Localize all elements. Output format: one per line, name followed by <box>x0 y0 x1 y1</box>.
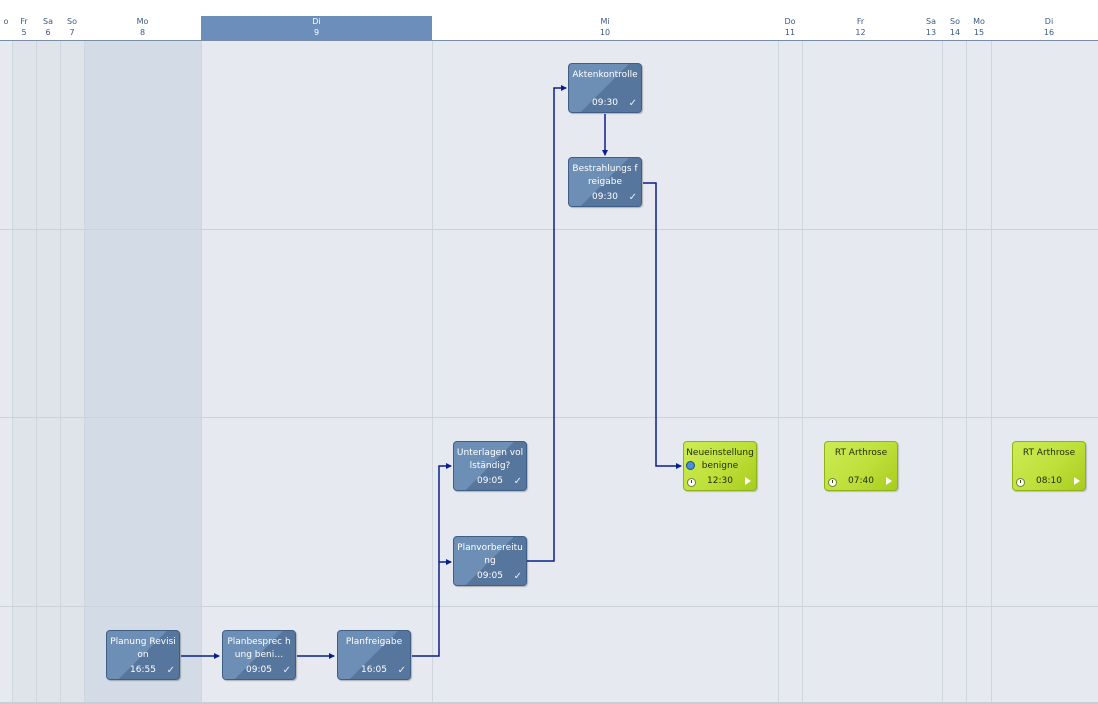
day-header[interactable]: So 7 <box>67 17 77 37</box>
clock-icon <box>1016 478 1025 487</box>
task-time: 07:40 <box>848 476 874 486</box>
check-icon: ✓ <box>628 98 637 109</box>
day-divider <box>802 41 803 702</box>
selected-day-band <box>84 41 201 702</box>
day-divider <box>991 41 992 702</box>
day-header[interactable]: o <box>3 17 9 26</box>
dependency-link <box>412 463 452 657</box>
task-title: RT Arthrose <box>834 448 888 458</box>
day-divider <box>942 41 943 702</box>
pin-icon[interactable] <box>686 461 695 470</box>
day-divider <box>60 41 61 702</box>
task-planvorbereitung[interactable]: Planvorbereitung 09:05 ✓ <box>453 536 527 586</box>
check-icon: ✓ <box>513 476 522 487</box>
day-divider <box>966 41 967 702</box>
task-time: 09:30 <box>592 192 618 202</box>
task-planbesprechung[interactable]: Planbesprec hung beni… 09:05 ✓ <box>222 630 296 680</box>
clock-icon <box>828 478 837 487</box>
check-icon: ✓ <box>513 571 522 582</box>
task-rt-arthrose[interactable]: RT Arthrose 07:40 <box>824 441 898 491</box>
task-time: 09:05 <box>477 571 503 581</box>
header-top-strip <box>0 0 1098 16</box>
task-time: 09:05 <box>246 665 272 675</box>
task-time: 09:05 <box>477 476 503 486</box>
task-time: 16:55 <box>130 665 156 675</box>
day-header[interactable]: Mo 8 <box>136 17 149 37</box>
day-divider <box>432 41 433 702</box>
day-header[interactable]: So 14 <box>949 17 961 37</box>
day-divider <box>84 41 85 702</box>
row-divider <box>0 417 1098 418</box>
day-header[interactable]: Sa 13 <box>925 17 937 37</box>
task-rt-arthrose[interactable]: RT Arthrose 08:10 <box>1012 441 1086 491</box>
task-planung-revision[interactable]: Planung Revision 16:55 ✓ <box>106 630 180 680</box>
day-header[interactable]: Sa 6 <box>43 17 53 37</box>
check-icon: ✓ <box>282 665 291 676</box>
task-title: Planfreigabe <box>345 637 403 647</box>
task-title: Aktenkontrolle <box>572 70 638 80</box>
task-title: RT Arthrose <box>1022 448 1076 458</box>
dependency-link <box>643 182 682 469</box>
task-time: 16:05 <box>361 665 387 675</box>
task-title: Unterlagen vollständig? <box>456 448 524 471</box>
task-title: Planvorbereitung <box>457 543 523 566</box>
play-icon[interactable] <box>1074 477 1080 485</box>
timeline-body[interactable] <box>0 41 1098 702</box>
day-header[interactable]: Fr 12 <box>855 17 866 37</box>
task-title: Bestrahlungs freigabe <box>572 164 638 187</box>
task-title: Neueinstellung benigne <box>686 448 754 471</box>
clock-icon <box>687 478 696 487</box>
task-neueinstellung-benigne[interactable]: Neueinstellung benigne 12:30 <box>683 441 757 491</box>
task-planfreigabe[interactable]: Planfreigabe 16:05 ✓ <box>337 630 411 680</box>
day-header[interactable]: Do 11 <box>784 17 796 37</box>
task-time: 08:10 <box>1036 476 1062 486</box>
day-divider <box>201 41 202 702</box>
day-header[interactable]: Di 16 <box>1043 17 1055 37</box>
day-header-selected[interactable]: Di 9 <box>201 16 432 40</box>
day-header[interactable]: Mi 10 <box>599 17 611 37</box>
row-divider <box>0 606 1098 607</box>
dependency-link <box>527 85 567 562</box>
check-icon: ✓ <box>628 192 637 203</box>
day-header[interactable]: Fr 5 <box>20 17 28 37</box>
task-bestrahlungsfreigabe[interactable]: Bestrahlungs freigabe 09:30 ✓ <box>568 157 642 207</box>
task-title: Planbesprec hung beni… <box>227 637 291 660</box>
check-icon: ✓ <box>397 665 406 676</box>
task-time: 12:30 <box>707 476 733 486</box>
play-icon[interactable] <box>745 477 751 485</box>
row-divider <box>0 229 1098 230</box>
day-divider <box>778 41 779 702</box>
day-divider <box>12 41 13 702</box>
check-icon: ✓ <box>166 665 175 676</box>
task-time: 09:30 <box>592 98 618 108</box>
day-divider <box>36 41 37 702</box>
day-header[interactable]: Mo 15 <box>973 17 985 37</box>
task-title: Planung Revision <box>110 637 176 660</box>
task-unterlagen-vollstaendig[interactable]: Unterlagen vollständig? 09:05 ✓ <box>453 441 527 491</box>
task-aktenkontrolle[interactable]: Aktenkontrolle 09:30 ✓ <box>568 63 642 113</box>
play-icon[interactable] <box>886 477 892 485</box>
horizontal-scrollbar[interactable] <box>0 702 1098 704</box>
timeline-header: o Fr 5 Sa 6 So 7 Mo 8 Di 9 Mi 10 Do 11 <box>0 16 1098 41</box>
weekend-band <box>12 41 84 702</box>
